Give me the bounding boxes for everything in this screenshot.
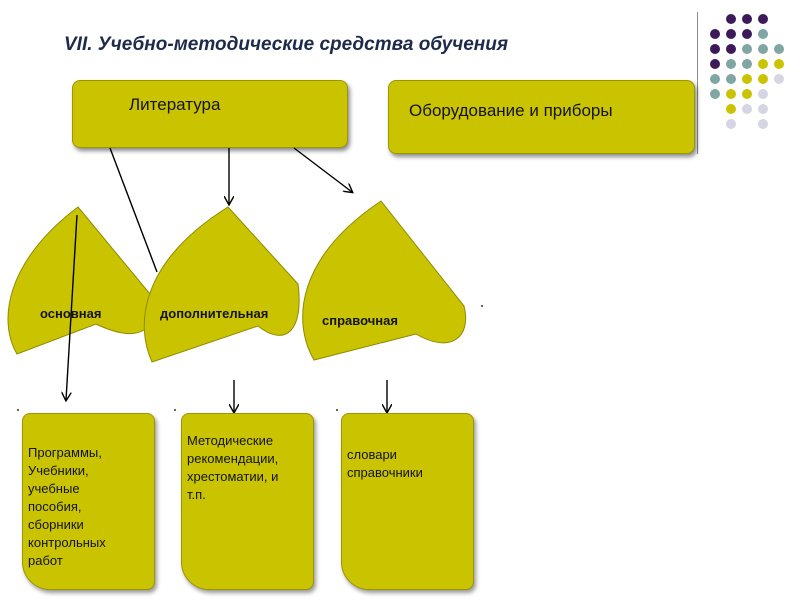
tiny-mark	[336, 409, 338, 411]
decorative-dot	[710, 29, 720, 39]
decorative-dot	[742, 44, 752, 54]
decorative-dot	[742, 104, 752, 114]
decorative-dot	[726, 29, 736, 39]
decorative-dot	[758, 29, 768, 39]
decorative-dot	[726, 44, 736, 54]
decorative-dot	[742, 74, 752, 84]
literature-label: Литература	[129, 95, 221, 114]
decorative-dot	[710, 44, 720, 54]
equipment-label: Оборудование и приборы	[409, 101, 613, 120]
detail-text-main: Программы, Учебники, учебные пособия, сб…	[28, 445, 106, 568]
decorative-dot	[742, 14, 752, 24]
decorative-dot	[726, 59, 736, 69]
arrow-literature-reference	[293, 147, 352, 192]
decorative-dot	[774, 74, 784, 84]
equipment-box: Оборудование и приборы	[388, 80, 695, 154]
decorative-dot	[758, 59, 768, 69]
decorative-dot	[742, 89, 752, 99]
detail-text-reference: словари справочники	[347, 447, 423, 480]
tiny-mark	[17, 409, 19, 411]
decorative-dot	[758, 74, 768, 84]
leaf-shape-reference	[302, 200, 467, 361]
decorative-dot	[726, 104, 736, 114]
tiny-mark	[481, 305, 483, 307]
decorative-dot	[710, 59, 720, 69]
leaf-label-additional: дополнительная	[160, 306, 269, 321]
decorative-dot	[710, 89, 720, 99]
decorative-dot	[726, 89, 736, 99]
decorative-dot	[758, 119, 768, 129]
decorative-dot	[742, 29, 752, 39]
decorative-vertical-line	[697, 12, 698, 154]
leaf-shape-additional	[143, 206, 300, 363]
decorative-dot	[758, 104, 768, 114]
detail-box-main: Программы, Учебники, учебные пособия, сб…	[22, 413, 155, 590]
decorative-dot	[726, 74, 736, 84]
decorative-dot	[758, 44, 768, 54]
leaf-label-main: основная	[40, 306, 102, 321]
literature-box: Литература	[72, 80, 348, 148]
tiny-mark	[174, 409, 176, 411]
detail-text-additional: Методические рекомендации, хрестоматии, …	[187, 433, 279, 502]
decorative-dot	[726, 14, 736, 24]
decorative-dot	[774, 44, 784, 54]
detail-box-additional: Методические рекомендации, хрестоматии, …	[181, 413, 314, 590]
leaf-shape-main	[7, 206, 154, 355]
decorative-dot	[774, 59, 784, 69]
decorative-dot	[758, 89, 768, 99]
decorative-dot	[742, 59, 752, 69]
slide-title: VII. Учебно-методические средства обучен…	[64, 34, 509, 55]
decorative-dot	[710, 74, 720, 84]
decorative-dot	[726, 119, 736, 129]
detail-box-reference: словари справочники	[341, 413, 474, 590]
decorative-dot	[758, 14, 768, 24]
arrow-main-details	[66, 214, 78, 400]
connector-line-literature-main	[109, 147, 158, 273]
leaf-label-reference: справочная	[322, 313, 398, 328]
